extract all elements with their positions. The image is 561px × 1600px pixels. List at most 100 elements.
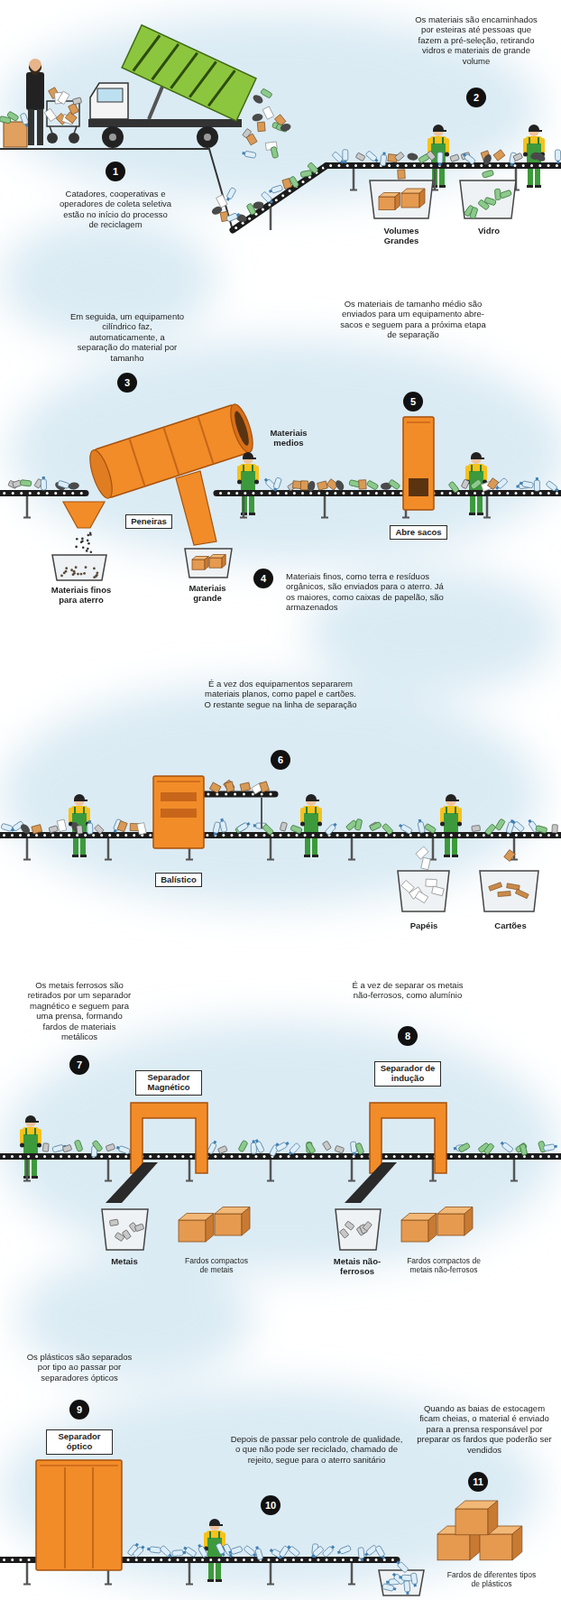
waste-item [73, 1139, 83, 1151]
waste-item [349, 1140, 358, 1156]
worker-strap [242, 464, 245, 472]
belt-foot [104, 858, 112, 861]
truck-body-stripe [152, 40, 179, 84]
callout-number: 8 [404, 1030, 411, 1041]
small-box [68, 102, 80, 114]
belt-roller [221, 833, 225, 837]
drum-end [85, 447, 117, 501]
bottle-cap [331, 1544, 335, 1548]
waste-item [499, 1140, 515, 1153]
part-label: Papéis [396, 919, 451, 930]
plastic-bottle [40, 478, 46, 490]
waste-item [254, 1545, 264, 1560]
belt-roller [201, 1557, 204, 1561]
truck-wheel [101, 126, 124, 148]
glass-bottle [458, 1141, 470, 1152]
cardboard-piece [497, 890, 511, 896]
belt-foot [23, 1179, 31, 1182]
plastic-bottle [404, 1580, 411, 1592]
bale [401, 188, 425, 208]
belt-roller [275, 198, 278, 202]
plastic-bottle [226, 212, 239, 222]
worker-cap [25, 1114, 39, 1122]
belt-roller [243, 491, 247, 495]
glass-bottle [354, 818, 363, 830]
glass-bottle [290, 824, 303, 834]
step-number: 2 [466, 87, 487, 108]
machine-body [36, 1459, 122, 1570]
part-label: Materiais finos para aterro [43, 584, 120, 606]
machine-line [39, 1463, 119, 1466]
drum-mouth [231, 409, 252, 447]
belt-leg [269, 837, 273, 860]
waste-item [425, 878, 437, 887]
waste-item [493, 149, 506, 161]
truck-window [97, 88, 123, 102]
waste-item [306, 479, 317, 493]
belt-roller [268, 491, 272, 495]
glass-bottle [423, 822, 436, 833]
part-label: Metais não-ferrosos [325, 1255, 389, 1277]
waste-item [334, 1144, 345, 1153]
can [355, 152, 366, 162]
can [426, 150, 436, 161]
step-description: Os plásticos são separados por tipo ao p… [26, 1351, 133, 1382]
belt-roller [555, 491, 559, 495]
worker-shoe [439, 184, 446, 188]
belt-band [0, 831, 561, 838]
belt-roller [75, 1154, 79, 1158]
bottle-cap [515, 484, 519, 488]
belt-roller [341, 1557, 345, 1561]
worker [203, 1517, 226, 1582]
ballistic-vent [160, 791, 197, 801]
fine-particle [85, 549, 89, 552]
belt-roller [28, 491, 32, 495]
bottle-cap [25, 123, 29, 128]
worker-glove [36, 1142, 42, 1148]
belt-roller [303, 1154, 307, 1158]
belt-leg [242, 496, 246, 518]
belt-roller [383, 491, 387, 495]
belt-roller [302, 180, 305, 184]
belt-roller [547, 833, 551, 837]
belt-roller [45, 491, 49, 495]
worker-strap [441, 137, 444, 145]
belt-roller [260, 792, 264, 796]
waste-item [64, 111, 77, 123]
belt-roller [344, 1154, 348, 1158]
collector-beard [28, 64, 42, 75]
waste-item [375, 1544, 387, 1559]
worker-overalls [303, 812, 319, 833]
collection-bin [479, 870, 539, 911]
glass-bottle [484, 196, 497, 205]
belt-foot [348, 1582, 356, 1585]
belt-roller [454, 164, 458, 167]
belt-leg [26, 837, 29, 860]
trommel-drum [85, 401, 258, 501]
belt-roller [458, 1154, 461, 1158]
bottle-cap [500, 1140, 505, 1145]
belt-roller [127, 1557, 130, 1561]
callout-number: 2 [473, 91, 479, 103]
can [279, 821, 287, 831]
bale-front [401, 1219, 429, 1242]
belt-roller [489, 491, 493, 495]
belt-roller [488, 164, 492, 167]
belt-roller [254, 1154, 258, 1158]
belt-roller [514, 491, 517, 495]
belt-roller [417, 833, 421, 837]
can [48, 825, 58, 833]
glass-bottle [288, 175, 299, 188]
belt-roller [193, 1557, 196, 1561]
bottle-cap [241, 151, 246, 156]
belt-roller [229, 1154, 233, 1158]
worker-cap [470, 451, 485, 460]
bottle-cap [352, 1151, 356, 1155]
waste-item [226, 211, 241, 222]
belt-roller [2, 833, 6, 837]
bottle-cap [285, 1140, 290, 1145]
belt-roller [531, 491, 534, 495]
belt-roller [262, 833, 266, 837]
worker-shoe [80, 854, 87, 857]
belt-roller [213, 1154, 217, 1158]
